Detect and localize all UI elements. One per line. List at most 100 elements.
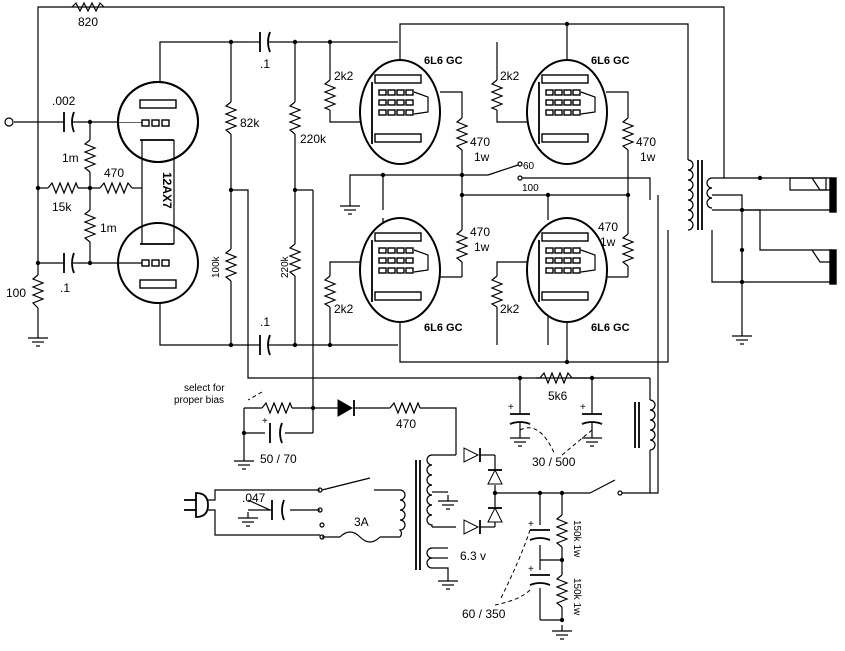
label-r-100: 100 [6, 286, 26, 300]
resistors [31, 1, 635, 608]
capacitor-047 [248, 499, 285, 521]
label-r-470-v2: 470 [636, 135, 656, 149]
resistor-470-bias [389, 401, 421, 415]
diode-2 [487, 468, 503, 485]
resistor-220k-b [288, 243, 302, 277]
label-sw-100: 100 [522, 183, 539, 194]
label-tube-12ax7: 12AX7 [160, 172, 174, 209]
capacitor-60-350-a: + [528, 519, 551, 541]
label-fuse-3a: 3A [354, 515, 369, 529]
label-r-100k: 100k [211, 255, 222, 278]
label-c-30-500: 30 / 500 [532, 455, 576, 469]
resistor-2k2-v1 [323, 79, 337, 111]
label-r-1m-bottom: 1m [100, 221, 117, 235]
input-terminal [4, 117, 14, 127]
label-heater-63v: 6.3 v [460, 549, 486, 563]
resistor-15k [47, 181, 79, 195]
label-r-2k2-v4: 2k2 [500, 302, 520, 316]
label-c-1-input: .1 [60, 281, 70, 295]
resistor-150k-b [555, 574, 569, 608]
label-r-470-v4-w: 1w [600, 235, 616, 249]
label-r-470-input: 470 [104, 166, 124, 180]
label-tube-v1: 6L6 GC [424, 55, 463, 67]
label-c-047: .047 [242, 491, 266, 505]
capacitor-1-input [60, 252, 78, 274]
diode-1 [463, 447, 481, 463]
label-tube-v4: 6L6 GC [591, 322, 630, 334]
output-transformer [687, 159, 713, 231]
label-r-82k: 82k [240, 116, 260, 130]
capacitor-50-70: + [262, 416, 283, 444]
junctions [35, 21, 763, 623]
resistor-100 [31, 274, 45, 309]
svg-text:+: + [508, 402, 514, 413]
label-sw-60: 60 [523, 161, 535, 172]
resistor-470-v4 [621, 233, 635, 267]
resistor-2k2-v3 [323, 275, 337, 308]
capacitor-30-500-b: + [580, 402, 603, 432]
resistor-1m-bottom [83, 209, 97, 243]
resistor-820 [71, 1, 105, 13]
label-r-470-v1: 470 [470, 135, 490, 149]
label-c-1-top: .1 [260, 57, 270, 71]
capacitors: + + + + + [60, 31, 603, 586]
choke [634, 399, 656, 451]
svg-text:+: + [528, 519, 534, 530]
label-c-1-bottom: .1 [260, 315, 270, 329]
label-r-15k: 15k [52, 200, 72, 214]
diode-4 [487, 506, 503, 523]
capacitor-30-500-a: + [508, 402, 531, 432]
tube-6l6-v3 [359, 217, 441, 323]
wiring [14, 6, 832, 621]
label-r-470-v3-w: 1w [474, 240, 490, 254]
resistor-bias-select [261, 401, 293, 415]
label-tube-v3: 6L6 GC [424, 322, 463, 334]
tube-12ax7 [117, 81, 199, 304]
resistor-5k6 [539, 371, 573, 385]
label-r-470-bias: 470 [396, 417, 416, 431]
label-c-60-350: 60 / 350 [462, 607, 506, 621]
diodes [337, 399, 503, 535]
diode-bias [337, 399, 355, 417]
power-transformer [398, 454, 448, 570]
label-r-5k6: 5k6 [548, 389, 568, 403]
capacitor-60-350-b: + [528, 564, 551, 586]
resistor-100k [224, 248, 238, 282]
resistor-470-v3 [455, 229, 469, 263]
label-r-220k-b: 220k [280, 255, 291, 278]
tube-6l6-v1 [359, 59, 441, 165]
label-r-470-v3: 470 [470, 225, 490, 239]
fuse [339, 531, 381, 543]
label-r-220k-a: 220k [300, 132, 327, 146]
label-r-150k-a: 150k 1w [571, 520, 582, 558]
capacitor-002 [60, 111, 78, 133]
label-c-50-70: 50 / 70 [260, 452, 297, 466]
label-r-470-v2-w: 1w [640, 150, 656, 164]
resistor-470-v1 [455, 117, 469, 151]
resistor-82k [224, 101, 238, 135]
svg-text:+: + [262, 416, 268, 427]
label-r-2k2-v2: 2k2 [500, 69, 520, 83]
mains-plug [184, 492, 209, 518]
output-jacks [811, 177, 837, 285]
capacitor-1-top [248, 31, 278, 53]
resistor-1m-top [83, 139, 97, 173]
svg-text:+: + [528, 564, 534, 575]
resistor-220k-a [288, 101, 302, 135]
tube-6l6-v2 [526, 59, 608, 165]
label-r-820: 820 [78, 15, 98, 29]
resistor-2k2-v2 [490, 79, 504, 111]
label-r-150k-b: 150k 1w [571, 578, 582, 616]
label-bias-note-1: select for [184, 383, 225, 394]
label-r-1m-top: 1m [62, 151, 79, 165]
capacitor-1-bottom [248, 334, 278, 356]
resistor-470-input [99, 181, 133, 195]
diode-3 [463, 519, 481, 535]
label-tube-v2: 6L6 GC [591, 55, 630, 67]
resistor-150k-a [555, 514, 569, 548]
label-r-2k2-v3: 2k2 [334, 302, 354, 316]
resistor-2k2-v4 [490, 275, 504, 308]
component-labels: 820 .002 1m 470 15k 1m .1 100 12AX7 82k … [6, 15, 656, 621]
label-r-470-v1-w: 1w [474, 150, 490, 164]
svg-text:+: + [580, 402, 586, 413]
